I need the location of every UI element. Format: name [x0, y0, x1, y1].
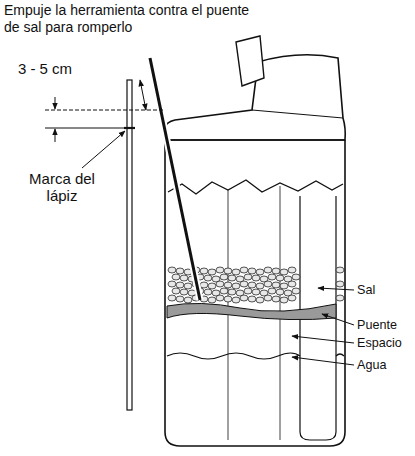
salt-pebble — [240, 295, 248, 301]
salt-pebble — [220, 288, 228, 294]
salt-pebble — [276, 275, 284, 281]
salt-pebble — [204, 289, 212, 295]
salt-pebble — [252, 289, 260, 295]
salt-pebble — [216, 281, 224, 287]
salt-pebble — [224, 296, 232, 302]
salt-pebble — [168, 267, 176, 273]
salt-pebble — [248, 268, 256, 274]
tank-body — [165, 140, 345, 446]
salt-pebble — [280, 297, 288, 303]
salt-pebble — [268, 288, 276, 294]
salt-pebble — [288, 281, 296, 287]
salt-pebble — [176, 296, 184, 302]
salt-pebble — [292, 274, 300, 280]
salt-pebble — [208, 269, 216, 275]
cap-joint — [165, 139, 345, 140]
salt-pebble — [240, 267, 248, 273]
salt-bridge — [167, 303, 336, 319]
salt-pebble — [336, 281, 344, 287]
salt-pebble — [280, 269, 288, 275]
salt-pebble — [264, 281, 272, 287]
salt-pebble — [172, 288, 180, 294]
leader-line — [292, 357, 354, 365]
salt-pebble — [264, 267, 272, 273]
salt-pebble — [336, 295, 344, 301]
leader-line — [82, 131, 125, 168]
salt-pebble — [208, 297, 216, 303]
salt-pebble — [228, 275, 236, 281]
salt-pebble — [244, 288, 252, 294]
salt-pebble — [220, 274, 228, 280]
salt-pebble — [228, 289, 236, 295]
salt-pebble — [280, 283, 288, 289]
salt-pebble — [232, 283, 240, 289]
leader-line — [292, 336, 354, 343]
callout-label: Sal — [357, 282, 413, 299]
salt-pebble — [232, 297, 240, 303]
dimension-arrow — [55, 97, 56, 109]
callout-label: Marca del lápiz — [14, 170, 110, 204]
salt-pebble — [292, 288, 300, 294]
salt-pebble — [216, 295, 224, 301]
cutaway-edge — [168, 180, 343, 194]
salt-pebble — [264, 295, 272, 301]
salt-pebble — [184, 297, 192, 303]
dimension-line — [45, 110, 165, 111]
salt-pebble — [172, 274, 180, 280]
salt-pebble — [288, 295, 296, 301]
leader-line — [318, 288, 354, 290]
salt-pebble — [204, 275, 212, 281]
callout-label: Agua — [357, 357, 413, 374]
water-surface — [167, 353, 300, 359]
salt-pebble — [200, 282, 208, 288]
salt-pebble — [272, 282, 280, 288]
salt-pebble — [252, 275, 260, 281]
push-arrow — [140, 80, 146, 110]
cap-edge — [252, 110, 343, 118]
salt-pebble — [208, 283, 216, 289]
leader-line — [322, 314, 354, 325]
salt-pebble — [244, 274, 252, 280]
callout-label: Espacio — [357, 335, 413, 352]
salt-pebble — [256, 283, 264, 289]
salt-pebble — [176, 282, 184, 288]
breaking-tool — [150, 58, 200, 300]
salt-pebble — [268, 274, 276, 280]
salt-pebble — [168, 281, 176, 287]
salt-pebble — [232, 269, 240, 275]
instruction-note: Empuje la herramienta contra el puente d… — [4, 2, 254, 36]
salt-lid-flap — [236, 36, 264, 86]
salt-pebble — [176, 268, 184, 274]
salt-pebble — [180, 289, 188, 295]
salt-pebble — [184, 283, 192, 289]
salt-pebble — [200, 268, 208, 274]
salt-pebble — [256, 297, 264, 303]
salt-pebble — [216, 267, 224, 273]
salt-pebble — [224, 268, 232, 274]
salt-pebble — [168, 295, 176, 301]
salt-pebble — [256, 269, 264, 275]
salt-pebble — [248, 296, 256, 302]
measuring-stick — [127, 80, 132, 410]
salt-pebble — [224, 282, 232, 288]
callout-label: Puente — [357, 317, 413, 334]
dimension-label: 3 - 5 cm — [14, 60, 76, 77]
salt-pebble — [180, 275, 188, 281]
water-surface — [336, 354, 344, 356]
pencil-mark — [124, 127, 135, 129]
salt-pebble — [336, 267, 344, 273]
tool-halo — [150, 58, 200, 300]
salt-pebble — [276, 289, 284, 295]
salt-pebble — [248, 282, 256, 288]
dimension-line — [45, 128, 124, 129]
salt-pebble — [240, 281, 248, 287]
salt-pebble — [272, 296, 280, 302]
salt-pebble — [288, 267, 296, 273]
salt-pebble — [272, 268, 280, 274]
dimension-arrow — [55, 129, 56, 142]
